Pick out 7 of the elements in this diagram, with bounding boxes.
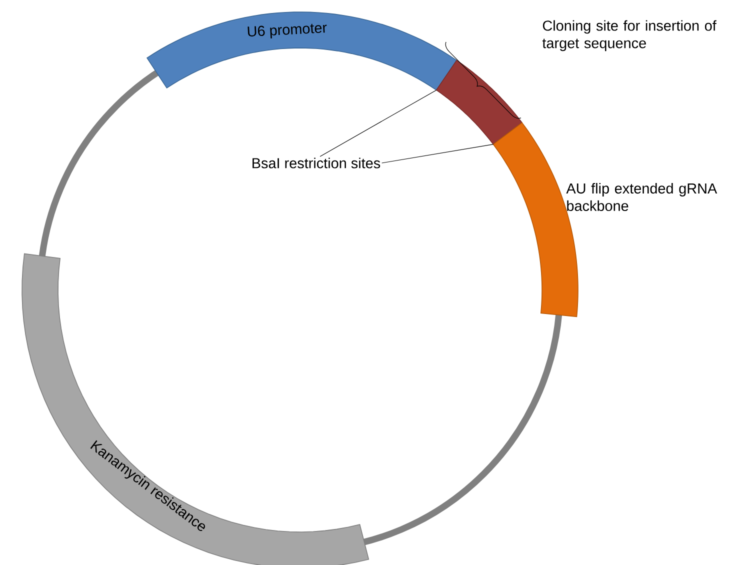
backbone-segment: AU flip extended gRNA backbone (492, 122, 718, 318)
site-label: BsaI restriction sites (252, 158, 380, 168)
node-label: AU flip extended gRNA backbone (566, 182, 718, 212)
leader-line (320, 90, 437, 157)
cloning-site-segment (436, 60, 523, 145)
callout-text: Cloning site for insertion of target sequence (542, 20, 716, 52)
leader-line (382, 144, 494, 164)
